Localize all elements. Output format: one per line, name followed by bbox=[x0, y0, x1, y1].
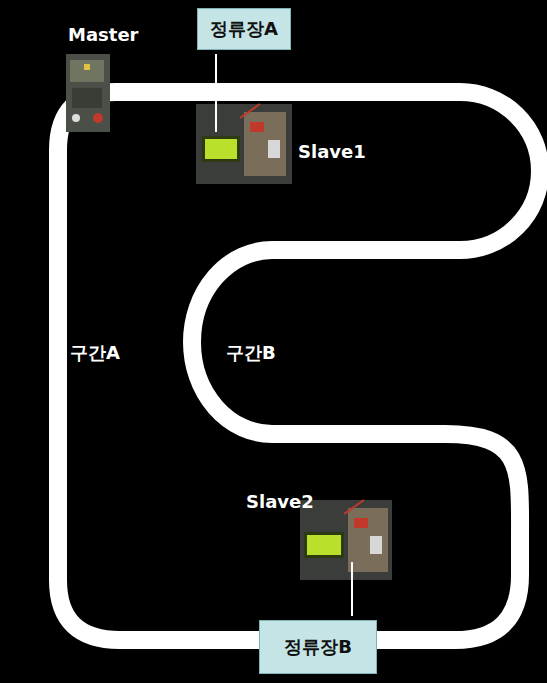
stop-name: 정류장B bbox=[284, 635, 352, 659]
section-label: 구간A bbox=[70, 341, 120, 365]
slave1-board bbox=[196, 104, 292, 184]
device-label: Slave1 bbox=[298, 141, 366, 162]
section-label: 구간B bbox=[226, 341, 276, 365]
stop-box: 정류장A bbox=[197, 8, 291, 50]
device-label: Slave2 bbox=[246, 491, 314, 512]
stop-box: 정류장B bbox=[259, 620, 377, 674]
track bbox=[58, 92, 540, 640]
stop-name: 정류장A bbox=[210, 17, 278, 41]
master-robot bbox=[66, 54, 110, 132]
device-label: Master bbox=[68, 24, 138, 45]
slave2-board bbox=[300, 500, 392, 580]
leader-line bbox=[215, 54, 217, 132]
leader-line bbox=[351, 562, 353, 616]
